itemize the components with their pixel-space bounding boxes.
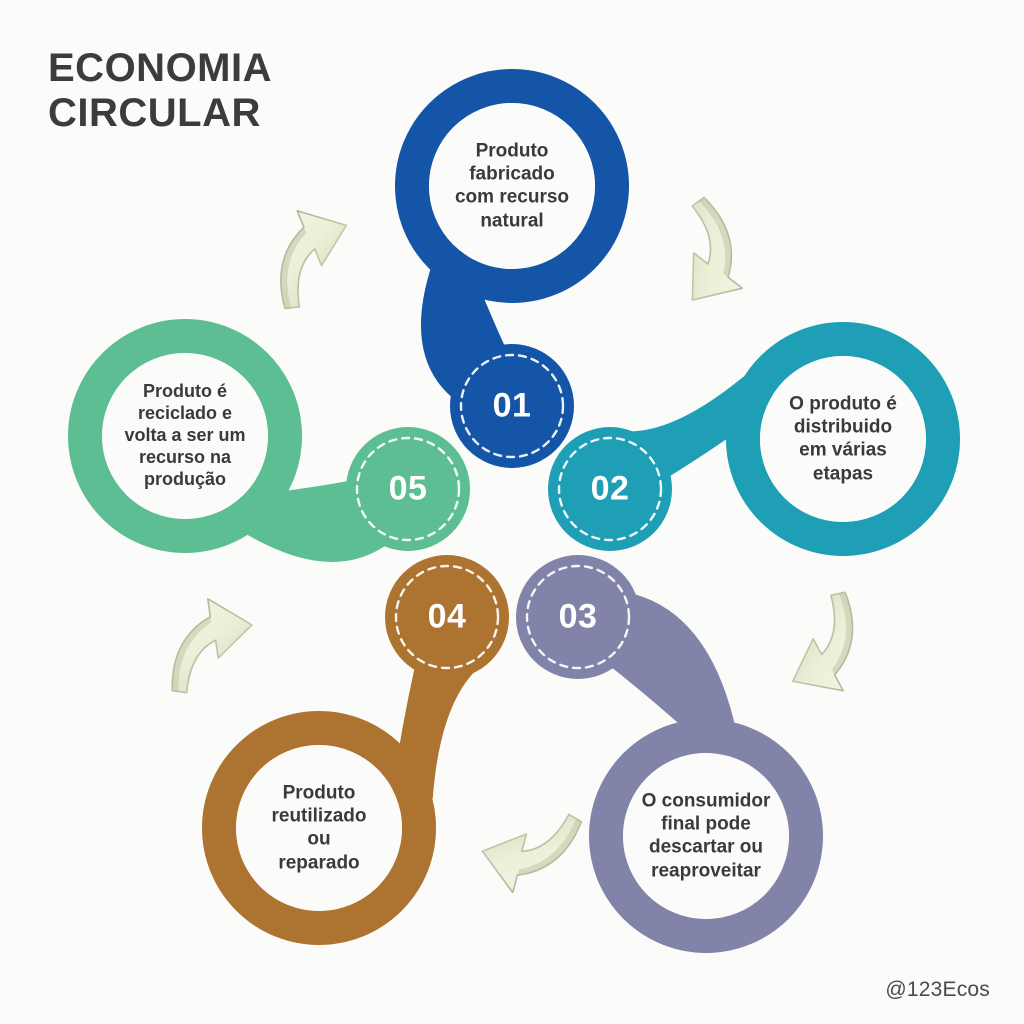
step-badge-03[interactable] bbox=[516, 555, 640, 679]
arrow-right-low-icon bbox=[791, 591, 854, 692]
step-ring-interior-01 bbox=[429, 103, 595, 269]
step-ring-interior-02 bbox=[760, 356, 926, 522]
arrow-shadow bbox=[517, 818, 582, 876]
step-badge-dashed-ring-03 bbox=[525, 564, 631, 670]
step-badge-dashed-ring-01 bbox=[459, 353, 565, 459]
step-group-05 bbox=[68, 319, 470, 562]
arrow-shadow bbox=[172, 616, 212, 692]
step-badge-dashed-ring-05 bbox=[355, 436, 461, 542]
arrow-body bbox=[481, 813, 583, 894]
arrow-shadow bbox=[280, 227, 307, 309]
step-group-02 bbox=[548, 322, 960, 556]
step-badge-01[interactable] bbox=[450, 344, 574, 468]
steps-layer bbox=[68, 69, 960, 953]
watermark: @123Ecos bbox=[885, 978, 990, 1001]
arrow-up-left-icon bbox=[280, 209, 348, 310]
page-title: ECONOMIA CIRCULAR bbox=[48, 46, 272, 135]
arrow-shadow bbox=[831, 592, 853, 675]
arrow-right-top-icon bbox=[691, 196, 744, 301]
step-ring-interior-03 bbox=[623, 753, 789, 919]
arrow-shadow bbox=[698, 197, 732, 278]
step-badge-04[interactable] bbox=[385, 555, 509, 679]
arrow-body bbox=[171, 598, 253, 694]
step-group-04 bbox=[202, 555, 509, 945]
step-ring-interior-04 bbox=[236, 745, 402, 911]
step-badge-dashed-ring-04 bbox=[394, 564, 500, 670]
step-ring-03 bbox=[589, 719, 823, 953]
step-ring-01 bbox=[395, 69, 629, 303]
arrow-body bbox=[280, 209, 348, 310]
arrow-body bbox=[691, 196, 744, 301]
step-ring-02 bbox=[726, 322, 960, 556]
step-ring-04 bbox=[202, 711, 436, 945]
step-badge-05[interactable] bbox=[346, 427, 470, 551]
decorations-layer bbox=[171, 196, 854, 894]
step-badge-02[interactable] bbox=[548, 427, 672, 551]
step-ring-interior-05 bbox=[102, 353, 268, 519]
step-group-01 bbox=[395, 69, 629, 468]
arrow-bottom-mid-icon bbox=[481, 813, 583, 894]
step-ring-05 bbox=[68, 319, 302, 553]
step-group-03 bbox=[516, 555, 823, 953]
arrow-up-far-left-icon bbox=[171, 598, 253, 694]
step-badge-dashed-ring-02 bbox=[557, 436, 663, 542]
arrow-body bbox=[791, 591, 854, 692]
